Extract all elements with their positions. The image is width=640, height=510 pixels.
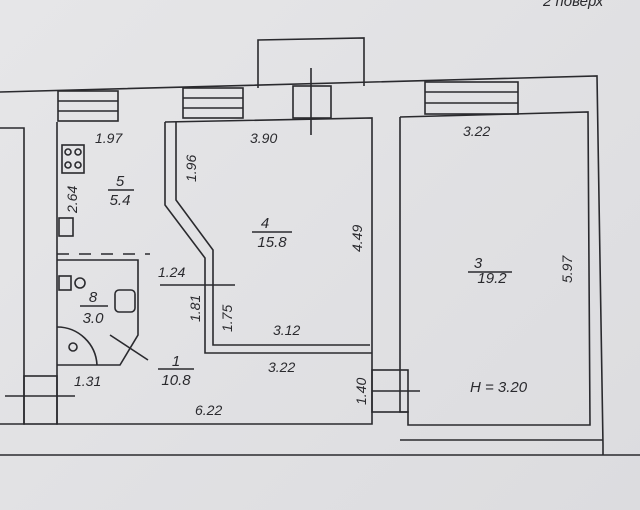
- bathroom-wall: [57, 259, 139, 366]
- window: [5, 81, 519, 425]
- dimension: 1.97: [95, 130, 123, 146]
- wall: [0, 127, 25, 425]
- dimension: 1.24: [158, 264, 185, 280]
- outer-wall: [0, 75, 604, 455]
- room-1-number: 1: [172, 353, 180, 370]
- wall: [56, 117, 373, 425]
- dimension: 3.12: [273, 322, 300, 338]
- room-3-area: 19.2: [477, 270, 507, 287]
- toilet-icon: [58, 275, 72, 291]
- dimension: 2.64: [64, 186, 80, 214]
- room-4-area: 15.8: [257, 234, 287, 251]
- dimension: 1.81: [187, 295, 203, 322]
- room-3-number: 3: [474, 255, 483, 272]
- dimension: 1.40: [353, 378, 369, 405]
- room-5-number: 5: [116, 173, 125, 190]
- wall: [164, 122, 372, 354]
- room-8-area: 3.0: [83, 310, 105, 327]
- room-8-number: 8: [89, 289, 98, 306]
- sink-icon: [58, 217, 74, 237]
- dimension: 1.75: [219, 305, 235, 332]
- room-1-area: 10.8: [161, 372, 191, 389]
- toilet-icon: [74, 277, 86, 289]
- stove-icon: [61, 144, 85, 174]
- shower-icon: [56, 326, 98, 366]
- dimension: 1.96: [183, 155, 199, 182]
- dimension: 1.31: [74, 373, 101, 389]
- dimension: 3.22: [463, 123, 490, 139]
- room-5-area: 5.4: [110, 192, 131, 209]
- floor-label: 2 поверх: [542, 0, 604, 10]
- room-3-wall: [399, 111, 591, 426]
- balcony: [257, 37, 365, 88]
- sink-icon: [114, 289, 136, 313]
- ceiling-height: H = 3.20: [470, 379, 528, 396]
- dimension: 3.90: [250, 130, 277, 146]
- dimension: 4.49: [349, 225, 365, 252]
- dimension: 6.22: [195, 402, 222, 418]
- wall: [175, 122, 370, 346]
- drain-icon: [68, 342, 78, 352]
- room-4-number: 4: [261, 215, 269, 232]
- dimension: 3.22: [268, 359, 295, 375]
- dimension: 5.97: [559, 255, 575, 283]
- door: [109, 334, 149, 361]
